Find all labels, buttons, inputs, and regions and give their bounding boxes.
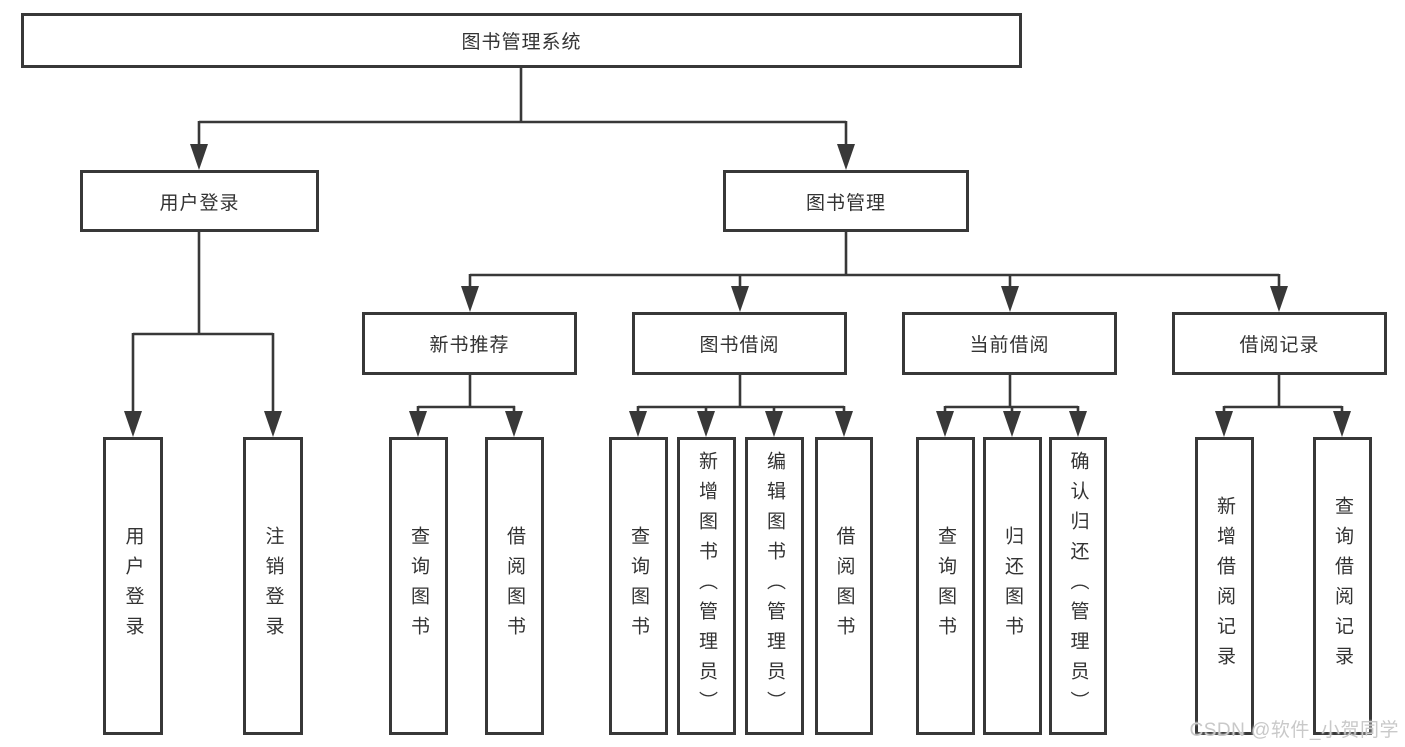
connector-root-to-children — [190, 66, 855, 170]
node-new-book-recommend: 新书推荐 — [362, 312, 577, 375]
leaf-records-query-record: 查询借阅记录 — [1313, 437, 1372, 735]
connector-current-borrowing-to-children — [936, 373, 1087, 437]
leaf-borrowing-query-books: 查询图书 — [609, 437, 668, 735]
connector-book-borrowing-to-children — [629, 373, 853, 437]
leaf-current-confirm-return-admin-label: 确认归还（管理员） — [1067, 451, 1089, 721]
leaf-records-add-record-label: 新增借阅记录 — [1214, 496, 1235, 676]
leaf-borrowing-borrow-books: 借阅图书 — [815, 437, 873, 735]
leaf-borrowing-edit-books-admin-label: 编辑图书（管理员） — [764, 451, 785, 721]
leaf-current-return-books-label: 归还图书 — [1002, 526, 1023, 646]
leaf-borrowing-add-books-admin-label: 新增图书（管理员） — [696, 451, 717, 721]
leaf-user-login-label: 用户登录 — [122, 526, 144, 646]
leaf-borrowing-edit-books-admin: 编辑图书（管理员） — [745, 437, 804, 735]
connector-new-book-recommend-to-children — [409, 373, 523, 437]
node-borrowing-records-label: 借阅记录 — [1239, 335, 1320, 356]
node-book-borrowing-label: 图书借阅 — [699, 335, 780, 356]
node-root: 图书管理系统 — [21, 13, 1022, 68]
node-user-login: 用户登录 — [80, 170, 319, 232]
leaf-records-add-record: 新增借阅记录 — [1195, 437, 1254, 735]
leaf-current-return-books: 归还图书 — [983, 437, 1042, 735]
leaf-recommend-query-books-label: 查询图书 — [408, 526, 429, 646]
leaf-recommend-query-books: 查询图书 — [389, 437, 448, 735]
leaf-current-confirm-return-admin: 确认归还（管理员） — [1049, 437, 1107, 735]
leaf-borrowing-borrow-books-label: 借阅图书 — [833, 526, 855, 646]
csdn-watermark: CSDN @软件_小贺同学 — [1189, 720, 1399, 741]
leaf-logout: 注销登录 — [243, 437, 303, 735]
node-book-management: 图书管理 — [723, 170, 969, 232]
node-borrowing-records: 借阅记录 — [1172, 312, 1387, 375]
node-book-management-label: 图书管理 — [805, 192, 886, 214]
leaf-records-query-record-label: 查询借阅记录 — [1332, 496, 1353, 676]
node-root-label: 图书管理系统 — [461, 32, 582, 53]
connector-borrowing-records-to-children — [1215, 373, 1351, 437]
connector-user-login-to-children — [124, 230, 282, 437]
leaf-borrowing-query-books-label: 查询图书 — [628, 526, 649, 646]
leaf-recommend-borrow-books-label: 借阅图书 — [504, 526, 525, 646]
connector-book-management-to-children — [461, 230, 1288, 312]
leaf-user-login: 用户登录 — [103, 437, 163, 735]
node-current-borrowing: 当前借阅 — [902, 312, 1117, 375]
leaf-recommend-borrow-books: 借阅图书 — [485, 437, 544, 735]
node-current-borrowing-label: 当前借阅 — [969, 335, 1050, 356]
node-new-book-recommend-label: 新书推荐 — [429, 335, 510, 356]
leaf-borrowing-add-books-admin: 新增图书（管理员） — [677, 437, 736, 735]
node-user-login-label: 用户登录 — [159, 192, 240, 214]
leaf-logout-label: 注销登录 — [262, 526, 284, 646]
leaf-current-query-books: 查询图书 — [916, 437, 975, 735]
leaf-current-query-books-label: 查询图书 — [935, 526, 956, 646]
node-book-borrowing: 图书借阅 — [632, 312, 847, 375]
